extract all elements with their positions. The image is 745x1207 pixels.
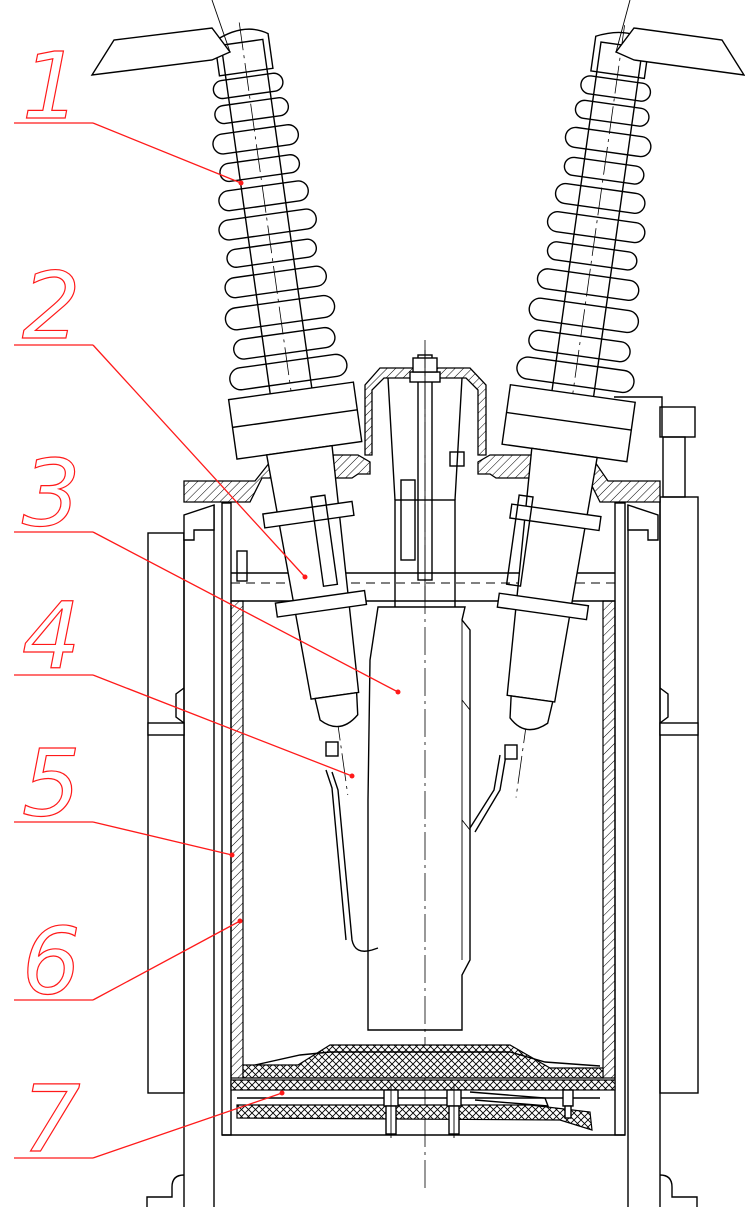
callout-5: 5	[14, 729, 235, 858]
connection-leads	[325, 741, 518, 952]
outer-frame	[146, 396, 699, 1207]
callout-1: 1	[14, 32, 244, 186]
callout-label-3: 3	[22, 440, 81, 547]
callout-label-7: 7	[22, 1066, 81, 1173]
callout-label-4: 4	[22, 583, 81, 690]
callout-3: 3	[14, 439, 401, 695]
callout-4: 4	[14, 582, 355, 779]
callout-7: 7	[14, 1065, 285, 1174]
callout-6: 6	[14, 907, 243, 1016]
callout-label-5: 5	[22, 730, 81, 837]
left-bushing	[212, 22, 368, 795]
callout-label-1: 1	[22, 33, 81, 140]
callout-label-2: 2	[22, 253, 81, 360]
callouts: 1 2 3 4 5	[14, 32, 401, 1174]
callout-2: 2	[14, 252, 308, 580]
base-assembly	[230, 1044, 616, 1138]
terminal-pads	[90, 0, 745, 76]
right-bushing	[496, 25, 652, 798]
callout-label-6: 6	[22, 908, 81, 1015]
